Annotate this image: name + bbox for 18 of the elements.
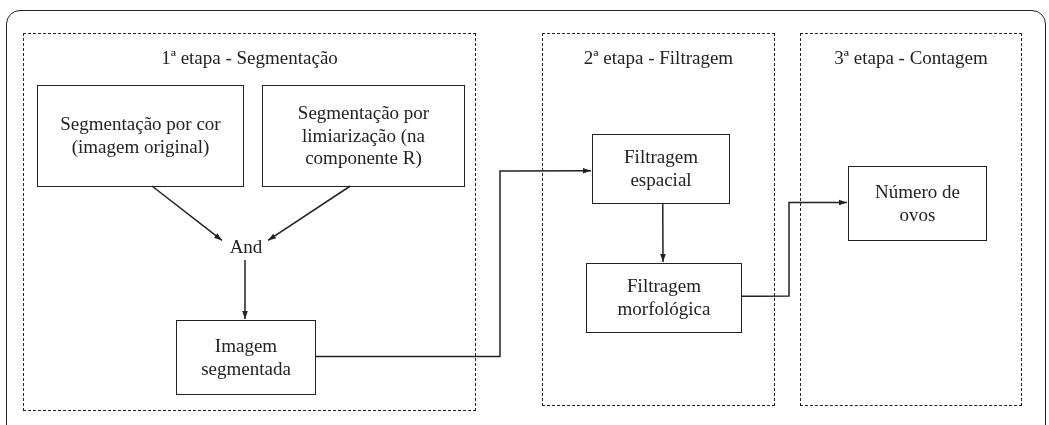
stage-title: 2ª etapa - Filtragem <box>582 46 735 70</box>
arrow <box>242 259 248 320</box>
process-box: Número de ovos <box>848 166 987 241</box>
stage-panel <box>23 33 476 411</box>
process-box: Segmentação por cor (imagem original) <box>37 85 244 187</box>
stage-title: 3ª etapa - Contagem <box>833 46 989 70</box>
process-box: Filtragem morfológica <box>586 263 742 333</box>
arrow <box>740 199 848 298</box>
stage-panel <box>542 33 775 406</box>
arrow <box>660 202 666 263</box>
process-box: Segmentação por limiarização (na componente R) <box>262 85 465 187</box>
stage-title: 1ª etapa - Segmentação <box>160 46 339 70</box>
arrow <box>314 168 592 358</box>
arrow <box>151 185 223 242</box>
stage-panel <box>800 33 1022 406</box>
process-box: Imagem segmentada <box>176 320 316 395</box>
process-box: Filtragem espacial <box>592 134 730 204</box>
arrow <box>267 185 352 242</box>
